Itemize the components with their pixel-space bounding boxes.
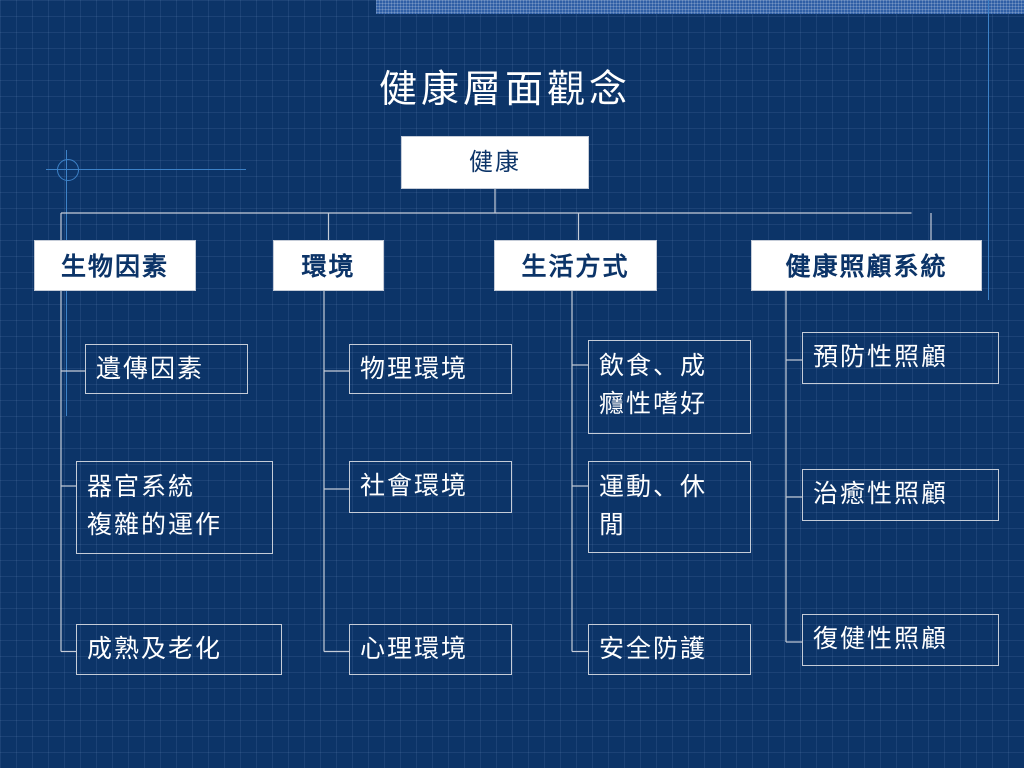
- leaf-node: 心理環境: [349, 624, 512, 675]
- category-node: 生活方式: [494, 240, 657, 291]
- leaf-label: 預防性照顧: [813, 342, 949, 371]
- leaf-label: 復健性照顧: [813, 624, 949, 653]
- decorative-right-edge-line: [988, 0, 989, 300]
- leaf-label: 物理環境: [360, 354, 469, 383]
- leaf-label: 心理環境: [360, 634, 469, 663]
- leaf-label: 成熟及老化: [87, 634, 223, 663]
- leaf-node: 遺傳因素: [85, 344, 248, 394]
- leaf-node: 社會環境: [349, 461, 512, 513]
- leaf-node: 安全防護: [588, 624, 751, 675]
- leaf-node: 物理環境: [349, 344, 512, 394]
- category-node: 健康照顧系統: [751, 240, 982, 291]
- leaf-label: 安全防護: [599, 634, 708, 663]
- leaf-node: 治癒性照顧: [802, 469, 999, 521]
- root-node-label: 健康: [469, 148, 521, 176]
- root-node: 健康: [401, 136, 589, 189]
- leaf-node: 復健性照顧: [802, 614, 999, 666]
- category-label: 生物因素: [60, 252, 169, 281]
- decorative-horizontal-line: [46, 169, 246, 170]
- category-label: 健康照顧系統: [785, 252, 948, 281]
- leaf-label: 社會環境: [360, 471, 469, 500]
- category-node: 生物因素: [34, 240, 196, 291]
- leaf-node: 運動、休 閒: [588, 461, 751, 553]
- decorative-circle: [57, 159, 79, 181]
- leaf-label: 器官系統 複雜的運作: [87, 472, 223, 539]
- category-label: 環境: [301, 252, 356, 281]
- leaf-node: 飲食、成 癮性嗜好: [588, 340, 751, 434]
- leaf-node: 成熟及老化: [76, 624, 282, 675]
- category-node: 環境: [273, 240, 384, 291]
- leaf-label: 運動、休 閒: [599, 472, 708, 539]
- leaf-label: 遺傳因素: [96, 354, 205, 383]
- leaf-node: 器官系統 複雜的運作: [76, 461, 273, 554]
- corner-decoration-band: [376, 0, 1024, 14]
- leaf-label: 治癒性照顧: [813, 479, 949, 508]
- slide-title: 健康層面觀念: [378, 67, 631, 111]
- leaf-label: 飲食、成 癮性嗜好: [599, 351, 708, 418]
- category-label: 生活方式: [521, 252, 630, 281]
- leaf-node: 預防性照顧: [802, 332, 999, 384]
